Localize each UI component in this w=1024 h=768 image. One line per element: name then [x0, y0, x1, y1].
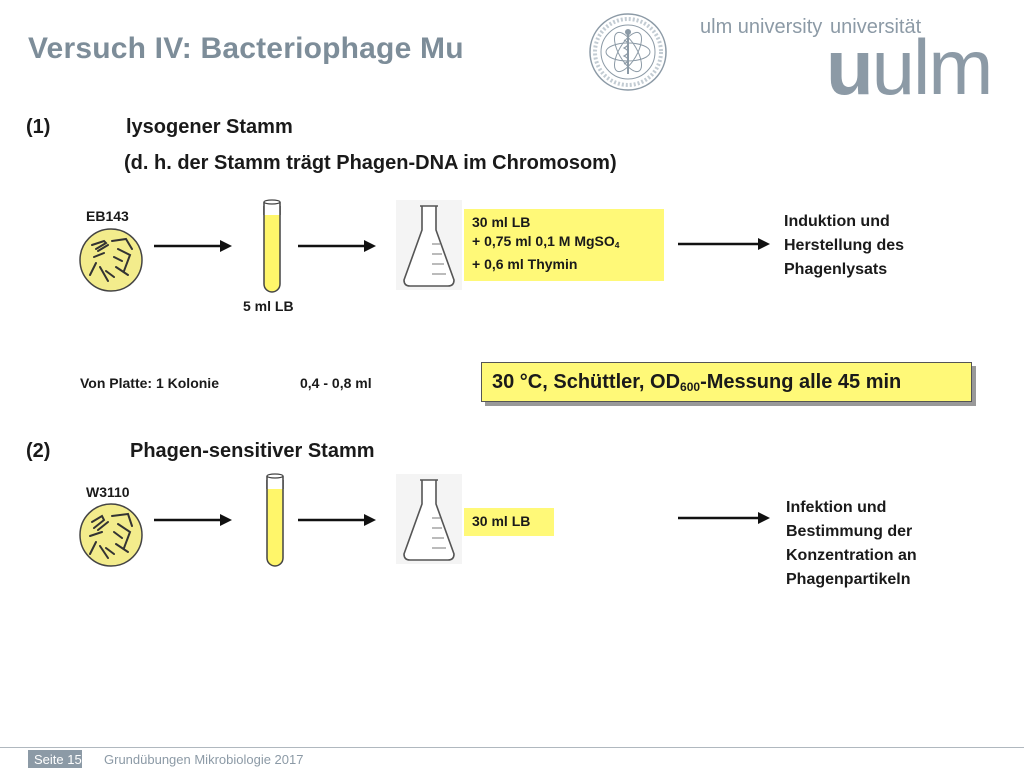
footer-course-title: Grundübungen Mikrobiologie 2017: [104, 752, 304, 767]
section1-number: (1): [26, 116, 51, 138]
section1-erlenmeyer-flask-icon: [396, 200, 462, 290]
section1-arrow-1: [154, 240, 232, 252]
section2-medium-line1: 30 ml LB: [472, 513, 531, 529]
section2-arrow-3: [678, 512, 770, 524]
section2-arrow-2: [298, 514, 376, 526]
section1-subtitle: (d. h. der Stamm trägt Phagen-DNA im Chr…: [124, 152, 617, 174]
section2-result-line2: Bestimmung der: [786, 523, 913, 540]
section1-medium-box: 30 ml LB + 0,75 ml 0,1 M MgSO4 + 0,6 ml …: [464, 209, 664, 281]
section1-strain-label: EB143: [86, 208, 129, 224]
section2-medium-box: 30 ml LB: [464, 508, 554, 536]
section1-inoculum-plate: Von Platte: 1 Kolonie: [80, 375, 219, 391]
section1-tube-label: 5 ml LB: [243, 298, 294, 314]
section2-test-tube-icon: [266, 473, 284, 567]
section2-erlenmeyer-flask-icon: [396, 474, 462, 564]
section2-strain-label: W3110: [86, 484, 130, 500]
uulm-logo: uulm: [826, 28, 993, 106]
section1-arrow-3: [678, 238, 770, 250]
section1-result-line3: Phagenlysats: [784, 261, 888, 278]
logo-text-english: ulm university: [700, 16, 823, 38]
section1-result: Induktion und Herstellung des Phagenlysa…: [784, 210, 904, 282]
university-seal-icon: [589, 13, 667, 91]
section2-result-line4: Phagenpartikeln: [786, 571, 911, 588]
section2-result-line3: Konzentration an: [786, 547, 917, 564]
logo-letters-ulm: ulm: [871, 23, 994, 111]
section2-result-line1: Infektion und: [786, 499, 887, 516]
section1-arrow-2: [298, 240, 376, 252]
footer-page-number: Seite 15: [28, 750, 82, 768]
slide-title: Versuch IV: Bacteriophage Mu: [28, 32, 464, 65]
section1-petri-plate-icon: [79, 228, 143, 292]
section1-result-line1: Induktion und: [784, 213, 890, 230]
section2-title: Phagen-sensitiver Stamm: [130, 440, 375, 462]
section1-medium-line1: 30 ml LB: [472, 214, 531, 230]
logo-letter-u: u: [826, 23, 874, 111]
logo-text-german: universität: [830, 16, 922, 38]
section1-result-line2: Herstellung des: [784, 237, 905, 254]
footer-divider: [0, 747, 1024, 748]
section2-arrow-1: [154, 514, 232, 526]
section1-medium-line3: + 0,6 ml Thymin: [472, 256, 578, 273]
section2-result: Infektion und Bestimmung der Konzentrati…: [786, 496, 917, 592]
section2-number: (2): [26, 440, 51, 462]
section1-inoculum-volume: 0,4 - 0,8 ml: [300, 375, 372, 391]
section1-title: lysogener Stamm: [126, 116, 293, 138]
section1-medium-line2: + 0,75 ml 0,1 M MgSO4: [472, 233, 620, 251]
section1-conditions-box: 30 °C, Schüttler, OD600-Messung alle 45 …: [481, 362, 972, 402]
section1-test-tube-icon: [263, 199, 281, 293]
section2-petri-plate-icon: [79, 503, 143, 567]
